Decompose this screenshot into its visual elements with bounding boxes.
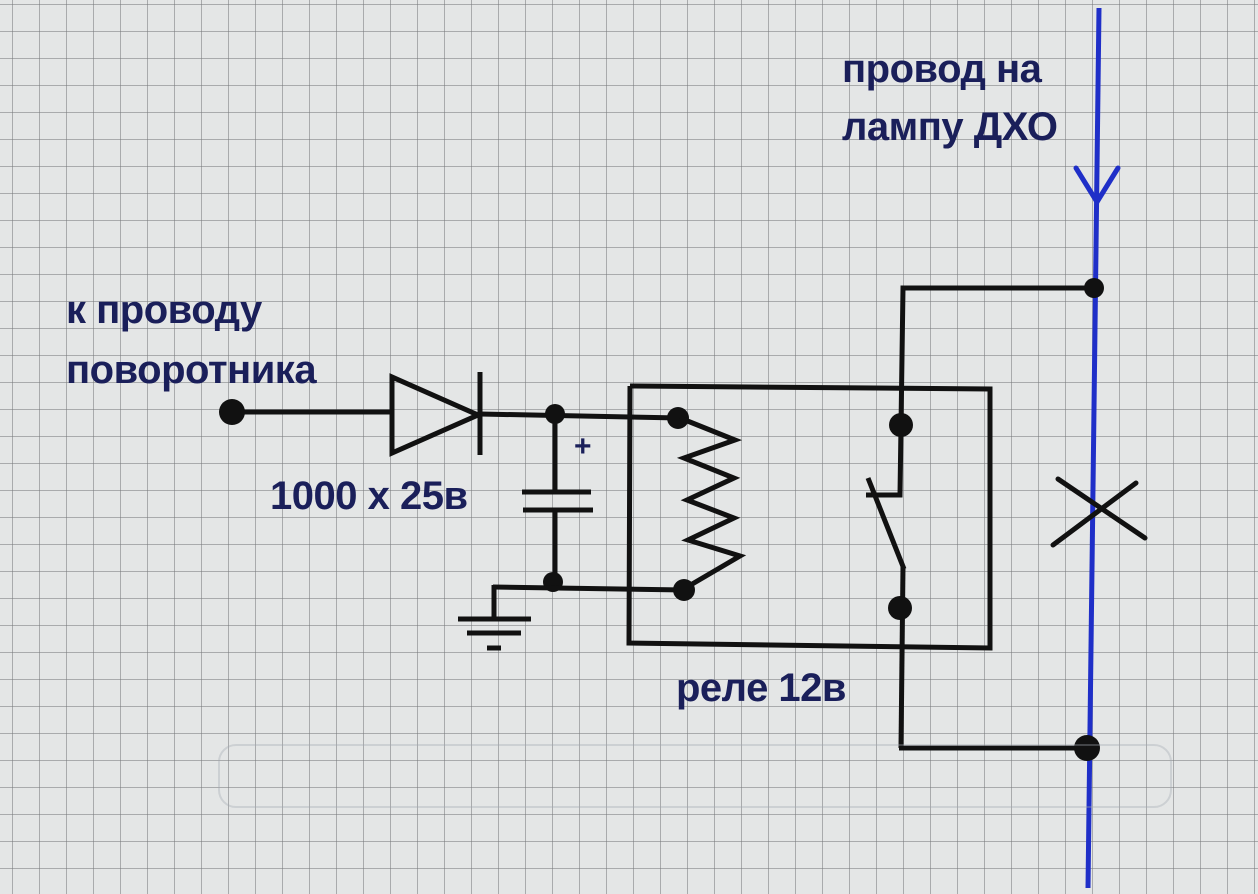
relay-contact-terminal-bottom — [888, 596, 912, 620]
diode-symbol — [389, 372, 485, 457]
dho-junction-top — [1084, 278, 1104, 298]
turn-signal-label-line1: к проводу — [66, 288, 262, 332]
relay-contact — [865, 285, 1094, 751]
dho-wire-label-line1: провод на — [842, 47, 1042, 91]
capacitor-polarity-label: + — [574, 430, 592, 463]
capacitor-value-label: 1000 x 25в — [270, 474, 468, 518]
diode-output-wire — [479, 411, 681, 421]
relay-coil — [667, 407, 747, 601]
dho-junction-bottom — [1074, 735, 1100, 761]
relay-label: реле 12в — [676, 666, 847, 710]
relay-contact-terminal-top — [889, 413, 913, 437]
turn-signal-label-line2: поворотника — [66, 348, 317, 392]
ground-return-wire — [492, 584, 686, 593]
capacitor-symbol — [522, 414, 593, 582]
dho-wire-label-line2: лампу ДХО — [842, 105, 1058, 149]
dho-wire-label: провод на лампу ДХО — [842, 40, 1058, 156]
ground-icon — [458, 585, 531, 651]
relay-housing — [626, 383, 993, 651]
wire-cut-mark — [1050, 476, 1148, 548]
arrow-down-icon — [1073, 165, 1121, 207]
turn-signal-wire-label: к проводу поворотника — [66, 280, 317, 400]
